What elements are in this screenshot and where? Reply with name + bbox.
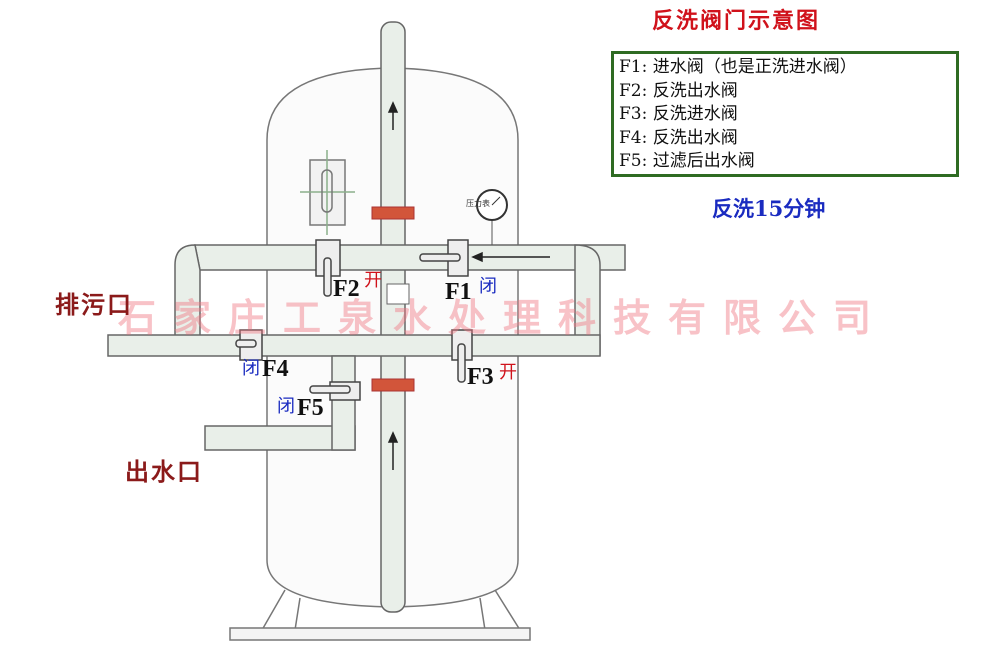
tank-legs: [261, 589, 521, 631]
valve-f1-label: F1: [445, 279, 472, 305]
drain-port-label: 排污口: [55, 290, 133, 319]
valve-f1-state: 闭: [479, 276, 497, 297]
outlet-riser: [331, 355, 356, 451]
central-pipe: [380, 21, 406, 613]
lower-pipe: [107, 334, 601, 357]
legend-item-f5: F5: 过滤后出水阀: [619, 151, 755, 171]
valve-f3-state: 开: [499, 362, 517, 383]
tank-base: [229, 627, 531, 641]
valve-f5-state: 闭: [277, 396, 295, 417]
outlet-port-label: 出水口: [125, 457, 203, 486]
legend-item-f2: F2: 反洗出水阀: [619, 80, 738, 101]
valve-f5-label: F5: [297, 395, 324, 421]
valve-f2-label: F2: [333, 276, 360, 302]
valve-f3-label: F3: [467, 364, 494, 390]
watermark: 石家庄工泉水处理科技有限公司: [118, 296, 889, 340]
backwash-duration: 反洗15分钟: [712, 196, 826, 221]
valve-f2-state: 开: [364, 270, 382, 291]
valve-f4-label: F4: [262, 356, 289, 382]
valve-f4-state: 闭: [242, 358, 260, 379]
valve-legend: F1: 进水阀（也是正洗进水阀） F2: 反洗出水阀 F3: 反洗进水阀 F4:…: [611, 51, 959, 177]
diagram-title: 反洗阀门示意图: [652, 8, 821, 34]
legend-item-f4: F4: 反洗出水阀: [619, 127, 738, 148]
flange-bottom: [371, 378, 415, 392]
top-pipe: [194, 244, 626, 271]
legend-item-f1: F1: 进水阀（也是正洗进水阀）: [619, 57, 857, 77]
flange-top: [371, 206, 415, 220]
gauge-label: 压力表: [466, 199, 490, 208]
legend-item-f3: F3: 反洗进水阀: [619, 104, 738, 124]
